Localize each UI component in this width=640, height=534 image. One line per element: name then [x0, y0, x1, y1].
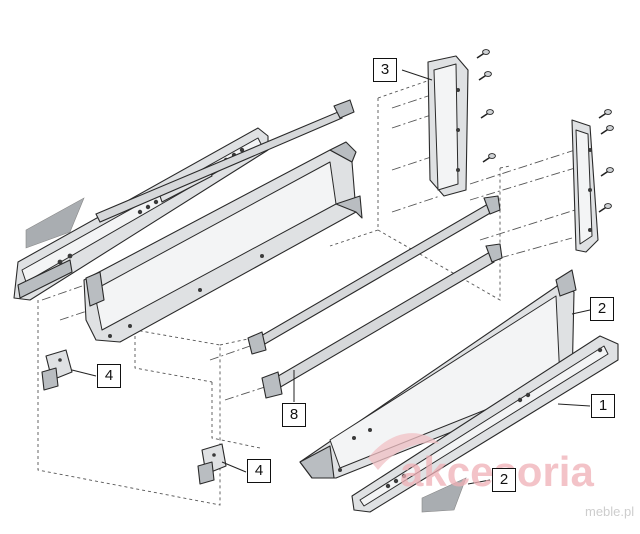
left-label-plate [25, 197, 85, 249]
right-runner [351, 335, 619, 513]
front-fixing-clip-upper [41, 349, 73, 391]
callout-2-upper: 2 [590, 297, 614, 321]
rear-bracket-left [427, 55, 469, 197]
gallery-rod-lower [261, 243, 503, 399]
top-gallery-rod-left [95, 99, 355, 223]
screws-rear-bracket-right [598, 109, 614, 213]
callout-4-upper: 4 [97, 364, 121, 388]
callout-2-lower: 2 [492, 468, 516, 492]
rear-bracket-right [571, 119, 599, 253]
watermark-sub: meble.pl [585, 504, 634, 519]
left-drawer-side [83, 141, 363, 343]
cabinet-outline [37, 300, 291, 506]
right-drawer-side [299, 269, 577, 479]
callout-8: 8 [282, 403, 306, 427]
front-fixing-clip-lower [197, 443, 227, 485]
gallery-rod-upper [247, 195, 501, 355]
callout-4-lower: 4 [247, 459, 271, 483]
callout-1: 1 [591, 394, 615, 418]
leader-lines [71, 69, 591, 485]
right-label-plate [421, 477, 467, 513]
screws-rear-bracket-left [476, 49, 496, 163]
callout-3: 3 [373, 58, 397, 82]
watermark-swoosh [368, 433, 440, 470]
